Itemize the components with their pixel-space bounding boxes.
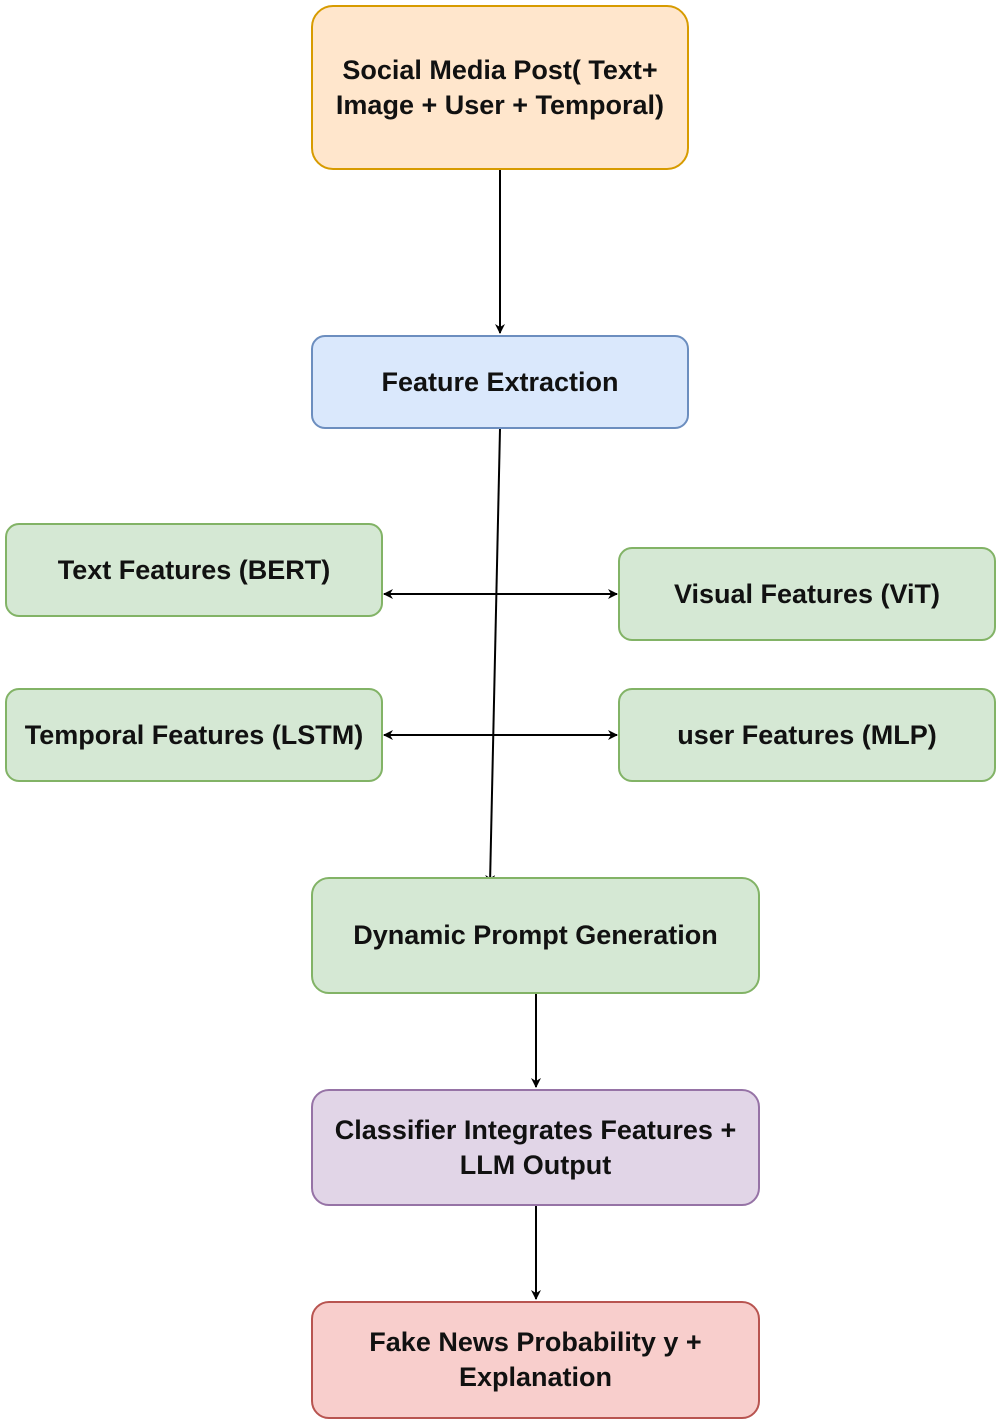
edge-extract-to-prompt: [485, 428, 501, 885]
node-dynamic-prompt-generation: Dynamic Prompt Generation: [311, 877, 760, 994]
node-temporal-features: Temporal Features (LSTM): [5, 688, 383, 782]
node-feature-extraction: Feature Extraction: [311, 335, 689, 429]
node-post-line-1: Social Media Post( Text+: [342, 54, 658, 85]
node-fake-news-output: Fake News Probability y + Explanation: [311, 1301, 760, 1419]
node-post-line-2: Image + User + Temporal): [335, 89, 665, 120]
node-user-label: user Features (MLP): [677, 719, 937, 750]
node-extract-label: Feature Extraction: [381, 366, 619, 397]
node-output-line-1: Fake News Probability y +: [369, 1327, 702, 1357]
node-visual-label: Visual Features (ViT): [673, 578, 941, 609]
node-text-label: Text Features (BERT): [57, 554, 331, 585]
node-visual-features: Visual Features (ViT): [618, 547, 996, 641]
node-user-features: user Features (MLP): [618, 688, 996, 782]
node-classifier: Classifier Integrates Features + LLM Out…: [311, 1089, 760, 1206]
node-prompt-label: Dynamic Prompt Generation: [353, 920, 718, 950]
node-classifier-line-1: Classifier Integrates Features +: [334, 1114, 737, 1145]
node-social-media-post: Social Media Post( Text+ Image + User + …: [311, 5, 689, 170]
node-temporal-label: Temporal Features (LSTM): [24, 719, 364, 750]
node-output-line-2: Explanation: [458, 1362, 612, 1392]
node-text-features: Text Features (BERT): [5, 523, 383, 617]
node-classifier-line-2: LLM Output: [459, 1149, 612, 1180]
